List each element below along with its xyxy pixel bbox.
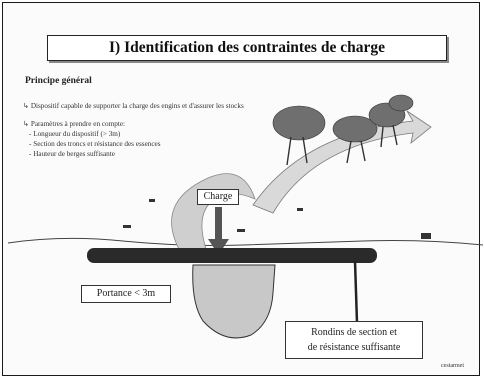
path-arrow	[252, 110, 432, 214]
slide-title: I) Identification des contraintes de cha…	[109, 39, 385, 56]
tree-right	[272, 94, 414, 143]
charge-arrow-head	[208, 239, 229, 255]
tree-trunks	[286, 124, 398, 166]
rondins-label-line: de résistance suffisante	[307, 342, 401, 353]
slide-frame: I) Identification des contraintes de cha…	[2, 2, 484, 376]
bullet-line: - Longueur du dispositif (> 3m)	[29, 130, 121, 138]
log	[87, 248, 377, 263]
pointer-line	[353, 260, 359, 324]
ground-line	[7, 237, 484, 246]
title-box: I) Identification des contraintes de cha…	[47, 35, 447, 61]
ditch-basin	[192, 264, 276, 339]
corner-mark: cestarmet	[441, 363, 464, 369]
grass-marks	[123, 199, 431, 239]
bullet-line: ↳ Paramètres à prendre en compte:	[23, 120, 126, 128]
rondins-label-line: Rondins de section et	[311, 327, 397, 338]
bullet-line: - Section des troncs et résistance des e…	[29, 140, 161, 148]
portance-label: Portance < 3m	[81, 285, 171, 303]
bullet-line: - Hauteur de berges suffisante	[29, 150, 115, 158]
bullet-line: ↳ Dispositif capable de supporter la cha…	[23, 102, 244, 110]
charge-label: Charge	[197, 189, 239, 205]
charge-arrow-shaft	[215, 207, 222, 241]
rondins-label: Rondins de section et de résistance suff…	[285, 321, 423, 359]
section-heading: Principe général	[25, 76, 92, 86]
